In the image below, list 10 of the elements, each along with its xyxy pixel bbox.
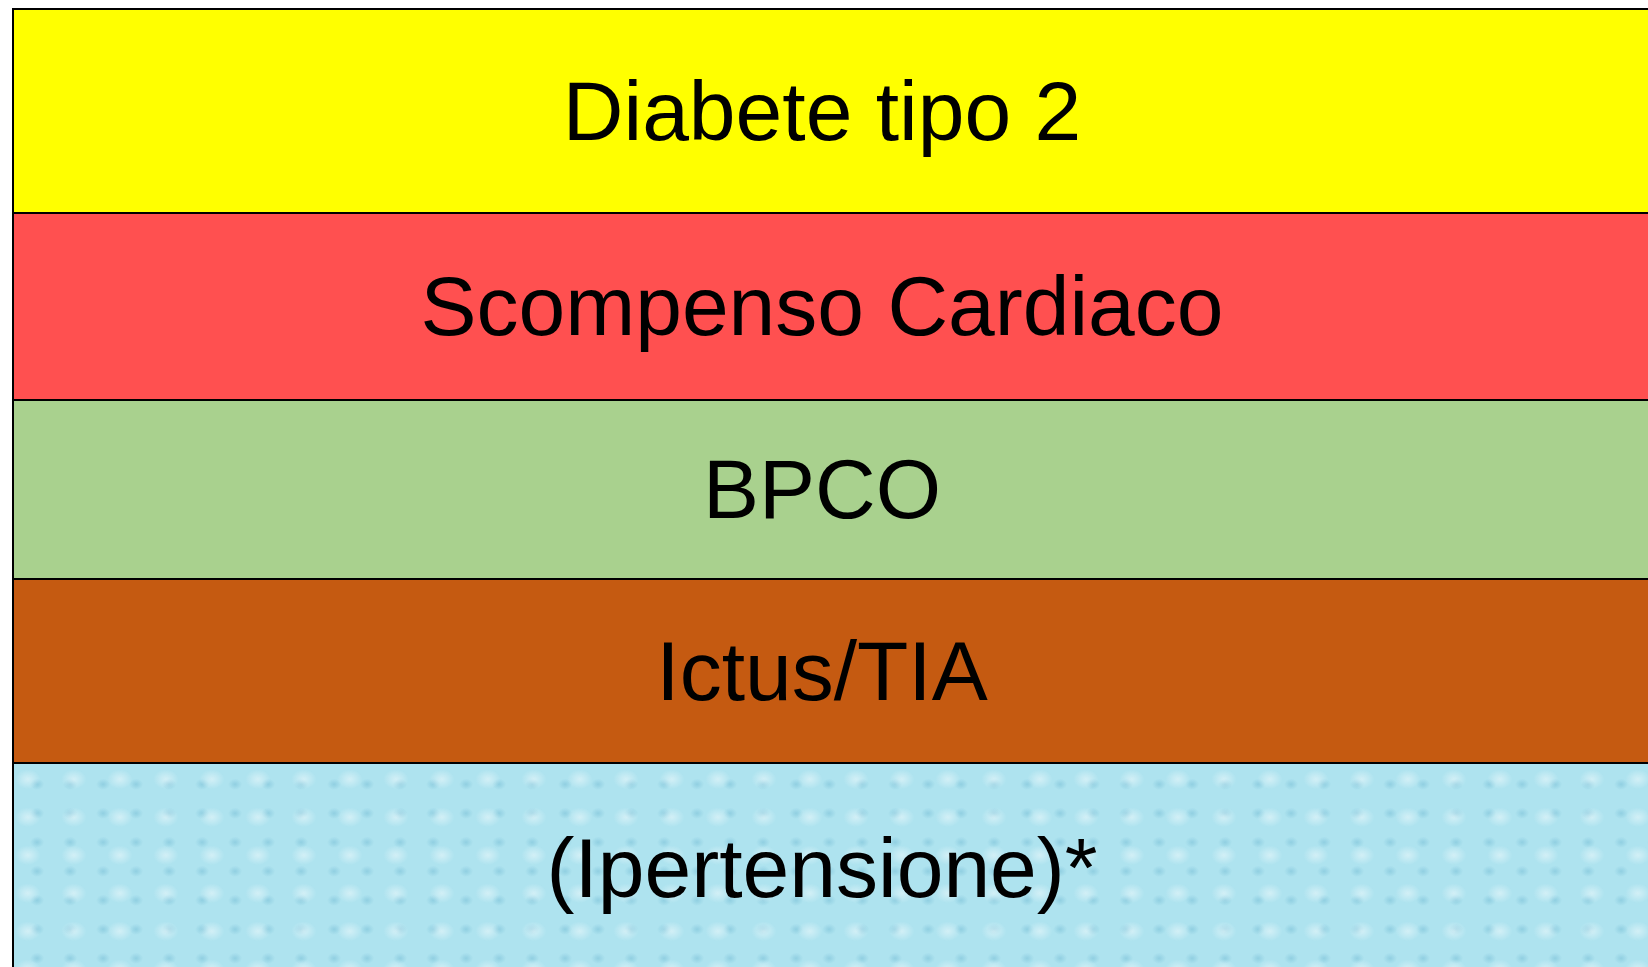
band-label: BPCO [702,441,942,538]
color-band [12,580,1648,764]
band-label: Scompenso Cardiaco [420,258,1224,355]
color-band [12,214,1648,401]
color-band [12,401,1648,580]
color-band [12,764,1648,967]
band-label: Ictus/TIA [656,622,988,720]
band-label: (Ipertensione)* [546,820,1098,917]
band-label: Diabete tipo 2 [562,62,1082,160]
color-band [12,8,1648,214]
